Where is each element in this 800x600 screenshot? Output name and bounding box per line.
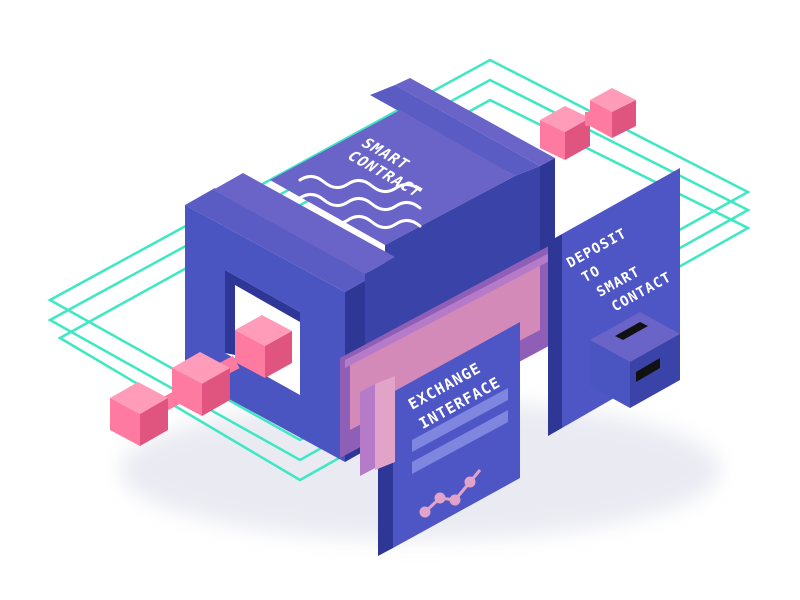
wave-lines-icon	[298, 175, 422, 229]
deposit-line-2: TO	[579, 263, 603, 286]
slot-icon	[590, 312, 680, 408]
exchange-interface-panel	[360, 322, 520, 556]
line-graph-icon	[419, 469, 482, 518]
connector-right	[540, 88, 636, 160]
connector-left	[110, 315, 292, 446]
exchange-input-lines	[412, 388, 508, 474]
